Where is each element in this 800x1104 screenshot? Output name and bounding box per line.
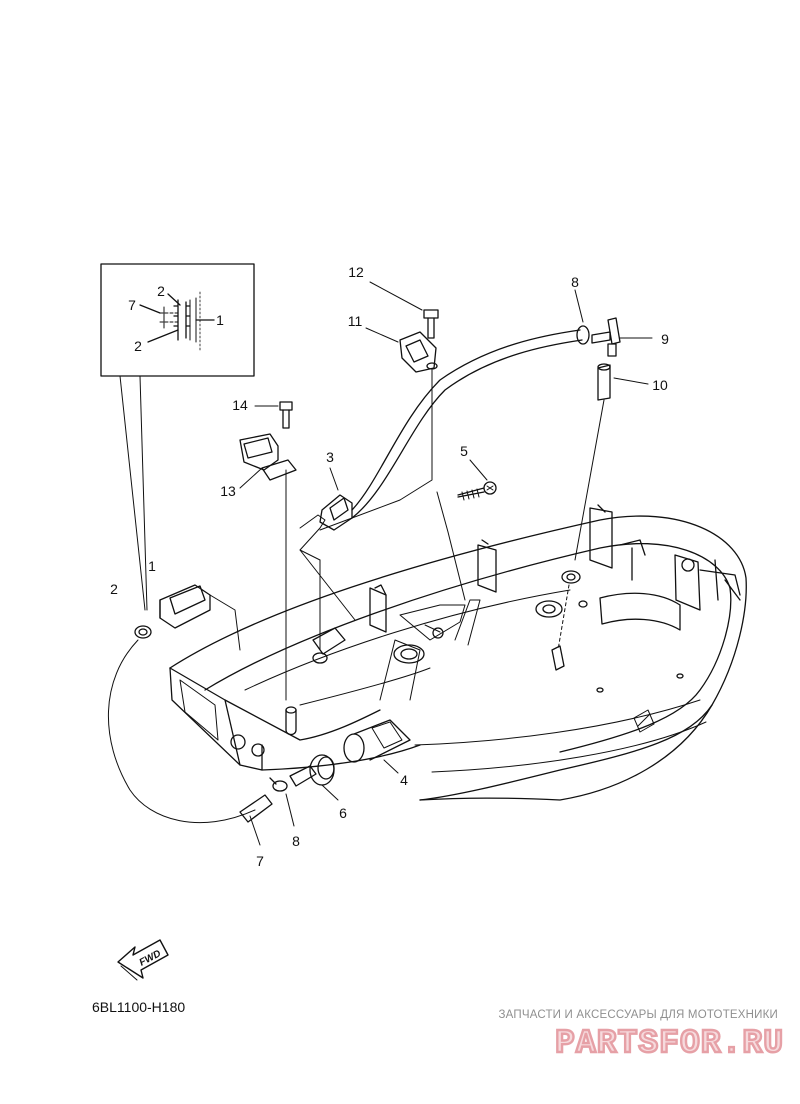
callout-7: 7 (256, 853, 264, 869)
part-8-clip-top (574, 289, 590, 345)
callout-5: 5 (460, 443, 468, 459)
callout-1: 1 (148, 558, 156, 574)
callout-8-front: 8 (292, 833, 300, 849)
callout-12: 12 (348, 264, 364, 280)
callout-14: 14 (232, 397, 248, 413)
part-5-screw (436, 459, 497, 601)
callout-13: 13 (220, 483, 236, 499)
part-1-grommet (159, 584, 241, 651)
part-8-clip-front (269, 777, 295, 827)
hose-path-front (108, 639, 256, 824)
callout-3: 3 (326, 449, 334, 465)
part-13-bracket (239, 433, 297, 701)
part-11-clamp (365, 327, 438, 373)
hose-path-top (351, 329, 581, 511)
part-3-grommet (299, 467, 356, 651)
callout-labels: 1 2 3 4 5 6 7 8 8 9 10 11 12 13 14 2 7 1… (92, 264, 669, 1015)
part-12-bolt (369, 281, 439, 339)
watermark-brand: PARTSFOR.RU (555, 1025, 784, 1062)
callout-8-top: 8 (571, 274, 579, 290)
part-2-clip (134, 625, 152, 639)
watermark-tagline: ЗАПЧАСТИ И АКСЕССУАРЫ ДЛЯ МОТОТЕХНИКИ (498, 1009, 778, 1021)
part-code: 6BL1100-H180 (92, 999, 185, 1015)
inset-callout-2-top: 2 (157, 283, 165, 299)
part-10-hose (551, 363, 649, 671)
inset-callout-1: 1 (216, 312, 224, 328)
callout-9: 9 (661, 331, 669, 347)
callout-6: 6 (339, 805, 347, 821)
part-9-tee (591, 317, 653, 357)
part-4-fitting (343, 719, 411, 774)
watermark: ЗАПЧАСТИ И АКСЕССУАРЫ ДЛЯ МОТОТЕХНИКИ PA… (498, 1009, 784, 1063)
detail-inset (100, 263, 255, 611)
part-7-hose (239, 794, 273, 846)
callout-4: 4 (400, 772, 408, 788)
callout-11: 11 (348, 313, 363, 329)
inset-callout-7: 7 (128, 297, 136, 313)
callout-10: 10 (652, 377, 668, 393)
inset-callout-2-bottom: 2 (134, 338, 142, 354)
bottom-cowling (169, 504, 747, 801)
fwd-arrow (117, 939, 169, 981)
part-6-nipple (289, 754, 339, 801)
part-14-bolt (254, 401, 293, 429)
callout-2: 2 (110, 581, 118, 597)
watermark-brand-fill: PARTSFOR.RU (555, 1025, 784, 1062)
